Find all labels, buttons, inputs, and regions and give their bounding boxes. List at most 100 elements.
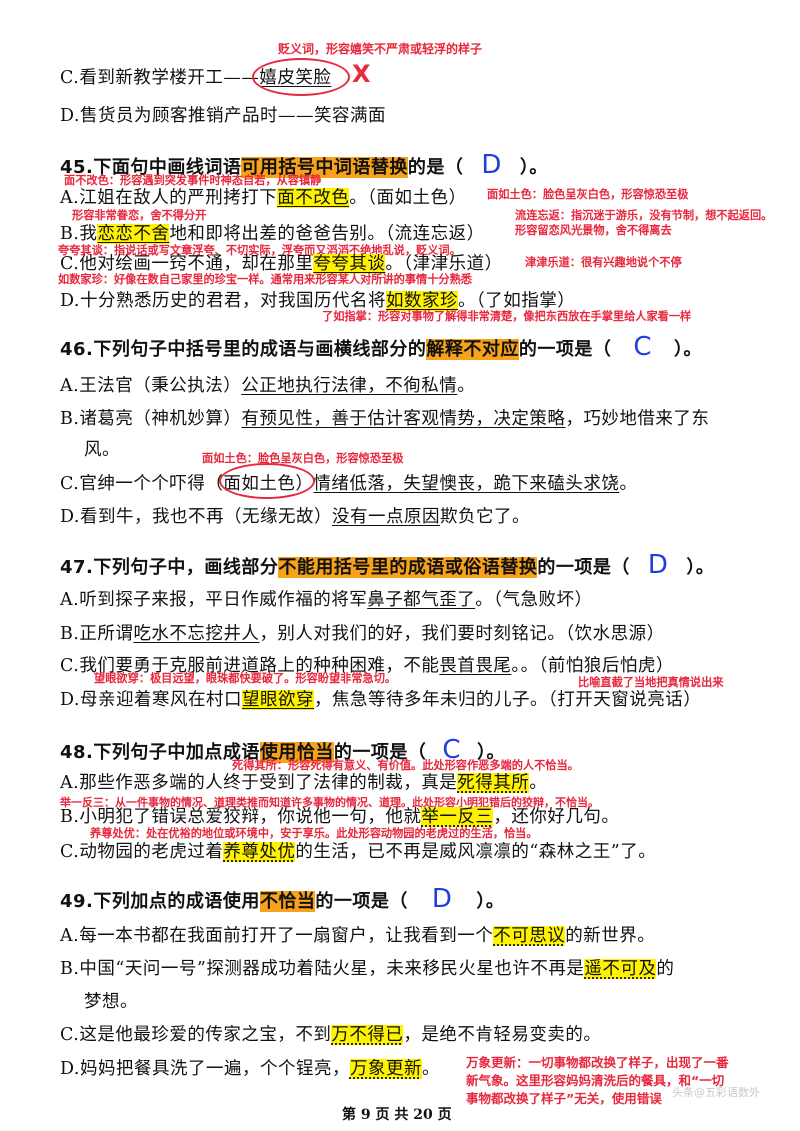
option-text: 的 [656,959,675,979]
highlighted-phrase: 不恰当 [259,891,316,912]
question-number: 47. [60,557,94,578]
annotation-mianrutuse: 面如土色：脸色呈灰白色，形容惊恐至极 [487,188,689,201]
option-text: 。（面如土色） [349,188,467,208]
annotation-wanxianggengxin-1: 万象更新：一切事物都改换了样子，出现了一番 [466,1055,729,1070]
handwritten-answer: C [633,332,653,362]
question-text: 下列句子中，画线部分 [93,557,279,578]
option-text: 。（气急败坏） [475,590,593,610]
option-text: B.中国“天问一号”探测器成功着陆火星，未来移民火星也许不再是 [60,959,585,979]
option-text: C.动物园的老虎过着 [60,842,224,862]
question-number: 46. [60,339,94,360]
q46-option-b-cont: 风。 [84,440,120,460]
highlighted-phrase: 可用括号中词语替换 [241,157,408,178]
q47-option-d: D.母亲迎着寒风在村口望眼欲穿，焦急等待多年未归的儿子。（打开天窗说亮话） [60,686,701,711]
option-text: 。 [619,474,638,494]
annotation-sideqisuo: 死得其所：形容死得有意义、有价值。此处形容作恶多端的人不恰当。 [232,759,579,772]
question-text: 下列句子中加点成语 [93,742,260,763]
annotation-lianlianbushe: 形容非常眷恋，舍不得分开 [72,209,207,222]
question-48-heading: 48.下列句子中加点成语使用恰当的一项是（C）。 [60,735,505,765]
question-text: ）。 [674,339,703,360]
option-text: 的生活，已不再是威风凛凛的“森林之王”了。 [295,842,657,862]
option-text: D.十分熟悉历史的君君，对我国历代名将 [60,291,386,311]
option-text: 。 [421,1059,440,1079]
question-text: ）。 [686,557,715,578]
q48-option-b: B.小明犯了错误总爱狡辩，你说他一句，他就举一反三，还你好几句。 [60,803,619,828]
q49-option-a: A.每一本书都在我面前打开了一扇窗户，让我看到一个不可思议的新世界。 [60,922,655,947]
underlined-phrase: 鼻子都气歪了 [367,590,476,610]
highlighted-phrase: 不能用括号里的成语或俗语替换 [278,557,538,578]
option-text: B.诸葛亮（神机妙算） [60,409,242,429]
underlined-word: 如数家珍 [385,291,458,311]
wrong-mark-icon: X [352,60,371,88]
dotted-idiom: 养尊处优 [223,842,296,862]
option-text: B.小明犯了错误总爱狡辩，你说他一句，他就 [60,807,422,827]
question-text: ）。 [476,891,505,912]
underlined-phrase: 有预见性，善于估计客观情势，决定策略 [241,409,566,429]
annotation-wangyanyuchuan: 望眼欲穿：极目远望，眼珠都快要破了。形容盼望非常急切。 [94,672,397,685]
dotted-idiom: 不可思议 [493,926,566,946]
q47-option-b: B.正所谓吃水不忘挖井人，别人对我们的好，我们要时刻铭记。（饮水思源） [60,620,665,645]
question-text: 下列加点的成语使用 [93,891,260,912]
handwritten-answer: D [431,884,453,914]
option-text: 欺负它了。 [439,507,530,527]
option-text: B.我 [60,224,98,244]
annotation-jinjinledao: 津津乐道：很有兴趣地说个不停 [525,256,682,269]
annotation-wanxianggengxin-3: 事物都改换了样子”无关，使用错误 [466,1091,662,1106]
annotation-rushujiazhen: 如数家珍：好像在数自己家里的珍宝一样。通常用来形容某人对所讲的事情十分熟悉 [58,273,472,286]
option-text: ，别人对我们的好，我们要时刻铭记。（饮水思源） [259,624,665,644]
question-45-heading: 45.下面句中画线词语可用括号中词语替换的是（D）。 [60,150,548,180]
question-text: 的一项是（ [518,339,612,360]
option-text: C.他对绘画一窍不通，却在那里 [60,254,314,274]
option-text: A.江姐在敌人的严刑拷打下 [60,188,278,208]
annotation-mianbugaise: 面不改色：形容遇到突发事件时神态自若，从容镇静 [64,174,322,187]
question-text: 下面句中画线词语 [93,157,242,178]
option-text: ，焦急等待多年未归的儿子。（打开天窗说亮话） [313,690,702,710]
annotation-juyifansan: 举一反三：从一件事物的情况、道理类推而知道许多事物的情况、道理。此处形容小明犯错… [60,796,599,809]
option-text: A.听到探子来报，平日作威作福的将军 [60,590,368,610]
watermark: 头条@五彩语数外 [672,1086,760,1099]
underlined-phrase: 吃水不忘挖井人 [133,624,260,644]
option-text: D.看到牛，我也不再（无缘无故） [60,507,332,527]
annotation-wanxianggengxin-2: 新气象。这里形容妈妈清洗后的餐具，和“一切 [466,1073,725,1088]
underlined-word: 夸夸其谈 [313,254,386,274]
option-text: 。 [457,376,476,396]
option-text: 。 [529,773,548,793]
question-number: 45. [60,157,94,178]
underlined-phrase: 公正地执行法律，不徇私情 [241,376,458,396]
annotation-dakaitianchuang: 比喻直截了当地把真情说出来 [578,676,724,689]
handwritten-answer: C [442,735,462,765]
question-number: 49. [60,891,94,912]
option-text: A.王法官（秉公执法） [60,376,242,396]
question-text: ）。 [477,742,506,763]
q48-option-a: A.那些作恶多端的人终于受到了法律的制裁，真是死得其所。 [60,769,547,794]
annotation-liaoruzhizhang: 了如指掌：形容对事物了解得非常清楚，像把东西放在手掌里给人家看一样 [322,310,692,323]
q45-option-b: B.我恋恋不舍地和即将出差的爸爸告别。（流连忘返） [60,220,485,245]
option-text: B.正所谓 [60,624,134,644]
option-text: ，还你好几句。 [493,807,620,827]
option-text: ，巧妙地借来了东 [565,409,710,429]
option-text: C.看到新教学楼开工—— [60,68,260,88]
q48-option-c: C.动物园的老虎过着养尊处优的生活，已不再是威风凛凛的“森林之王”了。 [60,838,656,863]
handwritten-answer: D [481,150,502,180]
q46-option-d: D.看到牛，我也不再（无缘无故）没有一点原因欺负它了。 [60,503,530,528]
q46-option-b: B.诸葛亮（神机妙算）有预见性，善于估计客观情势，决定策略，巧妙地借来了东 [60,405,709,430]
page-number: 第 9 页 共 20 页 [342,1107,452,1123]
option-text: C.官绅一个个吓得（ [60,474,224,494]
option-text: A.每一本书都在我面前打开了一扇窗户，让我看到一个 [60,926,494,946]
question-text: ）。 [519,157,548,178]
underlined-word: 面不改色 [277,188,350,208]
annotation-c-xipi: 贬义词，形容嬉笑不严肃或轻浮的样子 [278,42,483,56]
annotation-kuakuaqitan: 夸夸其谈：指说话或写文章浮夸、不切实际，浮夸而又滔滔不绝地乱说，贬义词。 [58,244,461,257]
question-text: 下列句子中括号里的成语与画横线部分的 [93,339,427,360]
option-text: 。（了如指掌） [457,291,576,311]
dotted-idiom: 万象更新 [349,1059,422,1079]
annotation-mianrutuse-2: 面如土色：脸色呈灰白色，形容惊恐至极 [202,452,404,465]
question-number: 48. [60,742,94,763]
red-circle-mark [252,58,350,96]
dotted-idiom: 遥不可及 [584,959,657,979]
underlined-phrase: 没有一点原因 [331,507,440,527]
option-text: 。（津津乐道） [385,254,503,274]
highlighted-phrase: 解释不对应 [426,339,519,360]
question-47-heading: 47.下列句子中，画线部分不能用括号里的成语或俗语替换的一项是（D）。 [60,550,714,580]
option-d-prev: D.售货员为顾客推销产品时——笑容满面 [60,106,386,126]
